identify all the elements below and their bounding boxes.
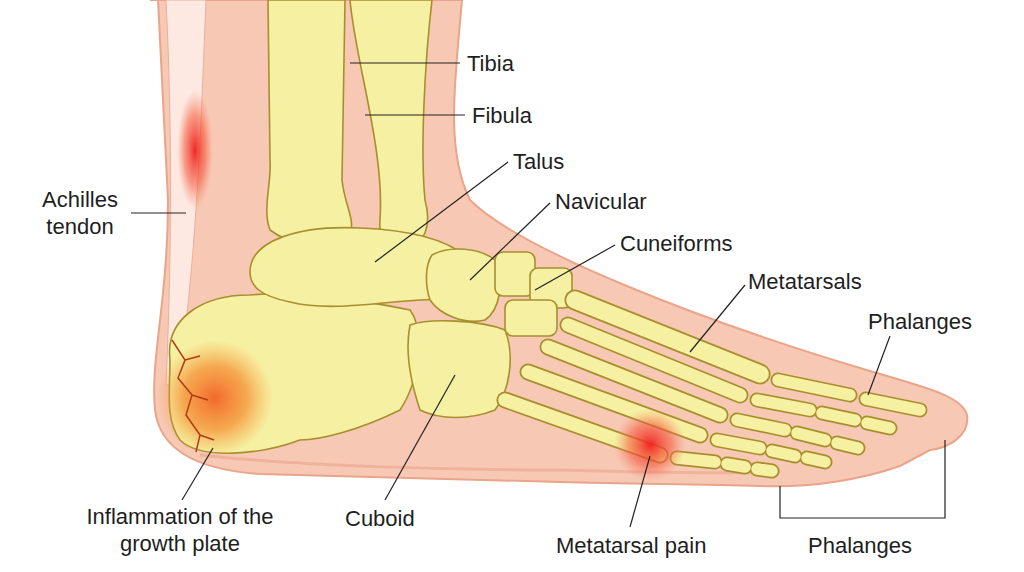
condition-label: Inflammation of the growth plate	[62, 503, 298, 557]
leader-line	[690, 285, 745, 352]
leader-line	[375, 162, 508, 262]
phalanges-bracket	[780, 440, 945, 518]
phalanx-bone	[807, 458, 825, 462]
skin-outline	[150, 0, 967, 486]
phalanx-bone	[778, 380, 850, 395]
phalanx-bone	[837, 443, 858, 448]
bone-label: Metatarsals	[748, 268, 862, 295]
phalanx-bone	[757, 469, 772, 471]
phalanx-bone	[737, 420, 785, 430]
tibia-bone	[267, 0, 352, 245]
fibula-bone	[350, 0, 432, 250]
bone-label: Phalanges	[868, 308, 972, 335]
phalanx-bone	[866, 399, 920, 410]
sole-shade	[200, 455, 780, 473]
phalanx-bone	[737, 420, 785, 430]
heel-inflammation	[157, 340, 273, 456]
phalanx-bone	[822, 413, 855, 420]
phalanx-bone	[717, 440, 760, 448]
phalanx-bone	[772, 451, 795, 456]
phalanx-bone	[867, 423, 890, 428]
phalanx-bone	[778, 380, 850, 395]
phalanx-bone	[797, 433, 825, 440]
phalanx-bone	[822, 413, 855, 420]
phalanx-bone	[797, 433, 825, 440]
phalanx-bone	[717, 440, 760, 448]
bone-label: Cuboid	[345, 505, 415, 532]
cuboid-bone	[408, 321, 510, 418]
condition-label: Metatarsal pain	[556, 532, 706, 559]
tendon-label: Achilles tendon	[22, 186, 138, 240]
navicular-bone	[426, 249, 500, 321]
leader-lines	[131, 63, 945, 527]
bone-label: Fibula	[472, 102, 532, 129]
phalanx-bone	[727, 464, 745, 467]
metatarsal-inflammation	[614, 409, 686, 481]
leader-line	[868, 336, 890, 395]
bone-label: Navicular	[555, 188, 647, 215]
phalanx-bone	[772, 451, 795, 456]
phalanx-bone	[757, 400, 810, 410]
phalanx-bone	[837, 443, 858, 448]
leader-line	[385, 375, 455, 500]
leader-line	[470, 203, 550, 280]
phalanx-bone	[807, 458, 825, 462]
bone-label: Talus	[513, 148, 564, 175]
cuneiform-bone	[495, 252, 535, 296]
bone-label: Tibia	[467, 50, 514, 77]
leader-line	[131, 212, 186, 213]
phalanx-bone	[757, 469, 772, 471]
bone-label: Cuneiforms	[620, 230, 732, 257]
tendon-inflammation	[177, 90, 213, 210]
phalanx-bone	[866, 399, 920, 410]
bone-label: Phalanges	[808, 532, 912, 559]
leader-line	[365, 114, 465, 115]
phalanx-bone	[727, 464, 745, 467]
leader-line	[182, 448, 213, 500]
leader-line	[630, 456, 650, 527]
phalanx-bone	[757, 400, 810, 410]
phalanx-fills	[677, 380, 920, 471]
phalanx-outlines	[677, 380, 920, 471]
leader-line	[350, 62, 460, 63]
growth-plate-crack	[172, 340, 214, 452]
cuneiform-bone	[505, 300, 557, 336]
phalanx-bone	[867, 423, 890, 428]
leader-line	[535, 245, 615, 290]
